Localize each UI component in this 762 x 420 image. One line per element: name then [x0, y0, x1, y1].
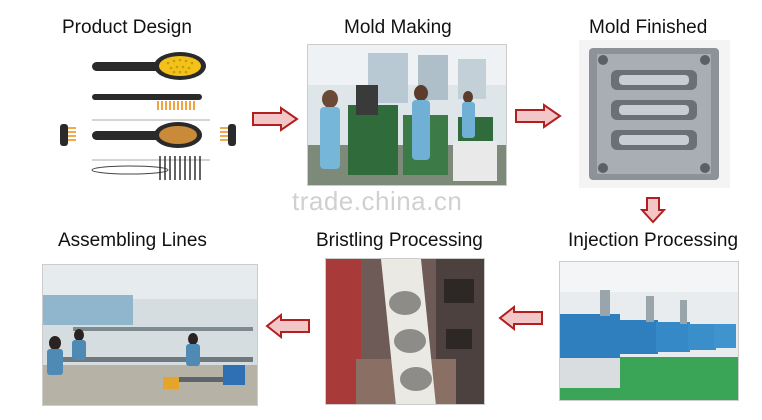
flow-arrow-down: [640, 197, 666, 224]
stage-label-mold-making: Mold Making: [344, 17, 452, 38]
watermark: trade.china.cn: [292, 186, 463, 216]
bristling-processing-photo: [325, 258, 485, 405]
mold-making-photo: [307, 44, 507, 186]
stage-label-mold-finished: Mold Finished: [589, 17, 708, 38]
flow-arrow-left-1: [498, 305, 543, 331]
stage-label-injection-processing: Injection Processing: [568, 230, 739, 251]
flow-arrow-right-1: [252, 106, 299, 132]
stage-label-product-design: Product Design: [62, 17, 192, 38]
flow-arrow-left-2: [265, 313, 310, 339]
assembling-lines-photo: [42, 264, 258, 406]
product-design-drawing: [50, 48, 242, 188]
flow-arrow-right-2: [515, 103, 562, 129]
mold-finished-photo: [579, 40, 730, 188]
injection-processing-photo: [559, 261, 739, 401]
stage-label-assembling-lines: Assembling Lines: [58, 230, 207, 251]
stage-label-bristling-processing: Bristling Processing: [316, 230, 483, 251]
